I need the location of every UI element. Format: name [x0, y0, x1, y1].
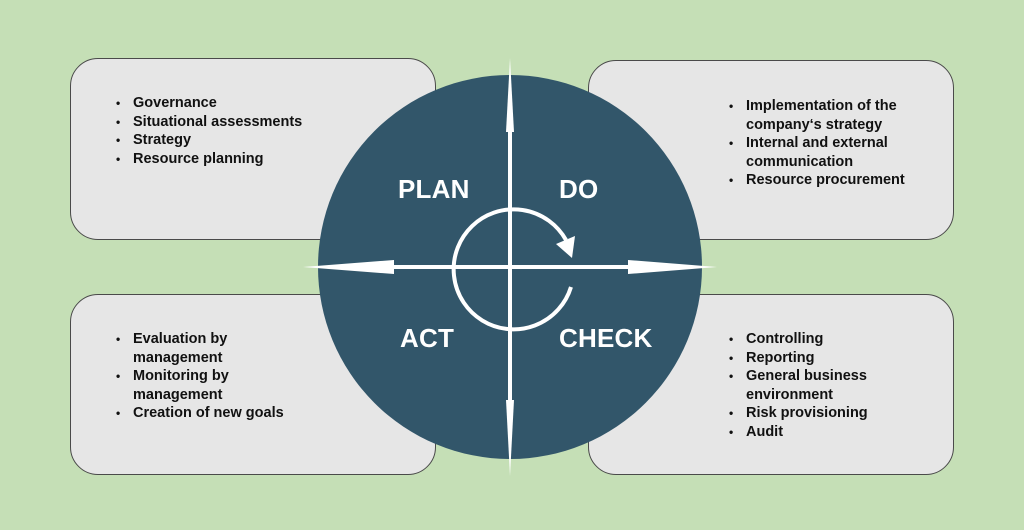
plan-items-list: Governance Situational assessments Strat…: [116, 94, 346, 168]
check-item: Risk provisioning: [729, 404, 929, 423]
plan-item: Situational assessments: [116, 113, 346, 132]
do-items-list: Implementation of the company‘s strategy…: [729, 97, 929, 190]
act-label: ACT: [400, 323, 455, 353]
do-item: Resource procurement: [729, 171, 929, 190]
plan-label: PLAN: [398, 174, 470, 204]
plan-item: Resource planning: [116, 150, 346, 169]
do-label: DO: [559, 174, 599, 204]
check-label: CHECK: [559, 323, 653, 353]
rotation-arrow-icon: [451, 207, 575, 332]
check-item: Audit: [729, 423, 929, 442]
plan-item: Governance: [116, 94, 346, 113]
check-items-list: Controlling Reporting General business e…: [729, 330, 929, 441]
check-item: Controlling: [729, 330, 929, 349]
act-item: Creation of new goals: [116, 404, 316, 423]
check-item: General business environment: [729, 367, 929, 404]
do-item: Implementation of the company‘s strategy: [729, 97, 929, 134]
act-item: Evaluation by management: [116, 330, 316, 367]
act-item: Monitoring by management: [116, 367, 316, 404]
act-items-list: Evaluation by management Monitoring by m…: [116, 330, 316, 423]
check-item: Reporting: [729, 349, 929, 368]
axis-arrows-icon: [303, 58, 717, 476]
plan-item: Strategy: [116, 131, 346, 150]
do-item: Internal and external communication: [729, 134, 929, 171]
